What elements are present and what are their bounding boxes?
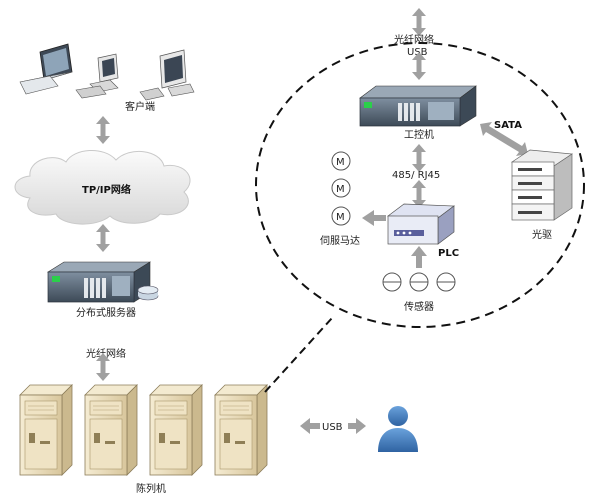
sensor-icon-3	[436, 272, 456, 292]
dist-server-label: 分布式服务器	[76, 306, 136, 319]
cloud-icon	[14, 149, 191, 225]
arrow-plc-motor	[362, 210, 386, 226]
industrial-pc-icon	[359, 85, 477, 127]
dashed-connector	[264, 317, 333, 393]
sata-label: SATA	[494, 120, 522, 131]
arrow-top-external	[412, 8, 426, 36]
tcpip-label: TP/IP网络	[82, 183, 131, 196]
laptop-icon	[19, 43, 73, 95]
usb-top-label: USB	[407, 47, 428, 58]
svg-text:M: M	[336, 212, 345, 223]
cabinet-icon-3	[149, 384, 203, 476]
array-label: 陈列机	[136, 482, 166, 495]
cabinet-icon-4	[214, 384, 268, 476]
rack-server-icon	[46, 261, 159, 303]
arrow-ipc-plc-upper	[412, 144, 426, 172]
rs485-label: 485/ RJ45	[392, 170, 440, 181]
servo-label: 伺服马达	[320, 234, 360, 247]
user-icon	[378, 406, 418, 452]
cabinet-icon-2	[84, 384, 138, 476]
fiber-top-label: 光纤网络	[394, 33, 434, 46]
arrow-client-cloud	[96, 116, 110, 144]
arrow-sata	[480, 122, 528, 156]
svg-text:M: M	[336, 157, 345, 168]
workstation-icon	[139, 49, 195, 101]
optical-drive-icon	[510, 149, 574, 221]
optical-drive-label: 光驱	[532, 228, 552, 241]
sensor-icon-1	[382, 272, 402, 292]
motor-icon-1: M	[331, 151, 351, 171]
sensor-label: 传感器	[404, 300, 434, 313]
control-system-boundary	[255, 42, 585, 328]
fiber-left-label: 光纤网络	[86, 347, 126, 360]
plc-icon	[387, 203, 455, 245]
usb-bottom-bg	[320, 419, 348, 433]
arrow-sensor-plc	[411, 246, 427, 268]
svg-text:M: M	[336, 184, 345, 195]
cabinet-icon-1	[19, 384, 73, 476]
usb-bottom-label: USB	[322, 422, 343, 433]
client-label: 客户端	[125, 100, 155, 113]
ipc-label: 工控机	[404, 128, 434, 141]
sensor-icon-2	[409, 272, 429, 292]
plc-label: PLC	[438, 248, 459, 259]
motor-icon-2: M	[331, 178, 351, 198]
motor-icon-3: M	[331, 206, 351, 226]
desktop-pc-icon	[75, 53, 119, 99]
arrow-cloud-server	[96, 224, 110, 252]
arrow-ipc-plc-lower	[412, 180, 426, 208]
